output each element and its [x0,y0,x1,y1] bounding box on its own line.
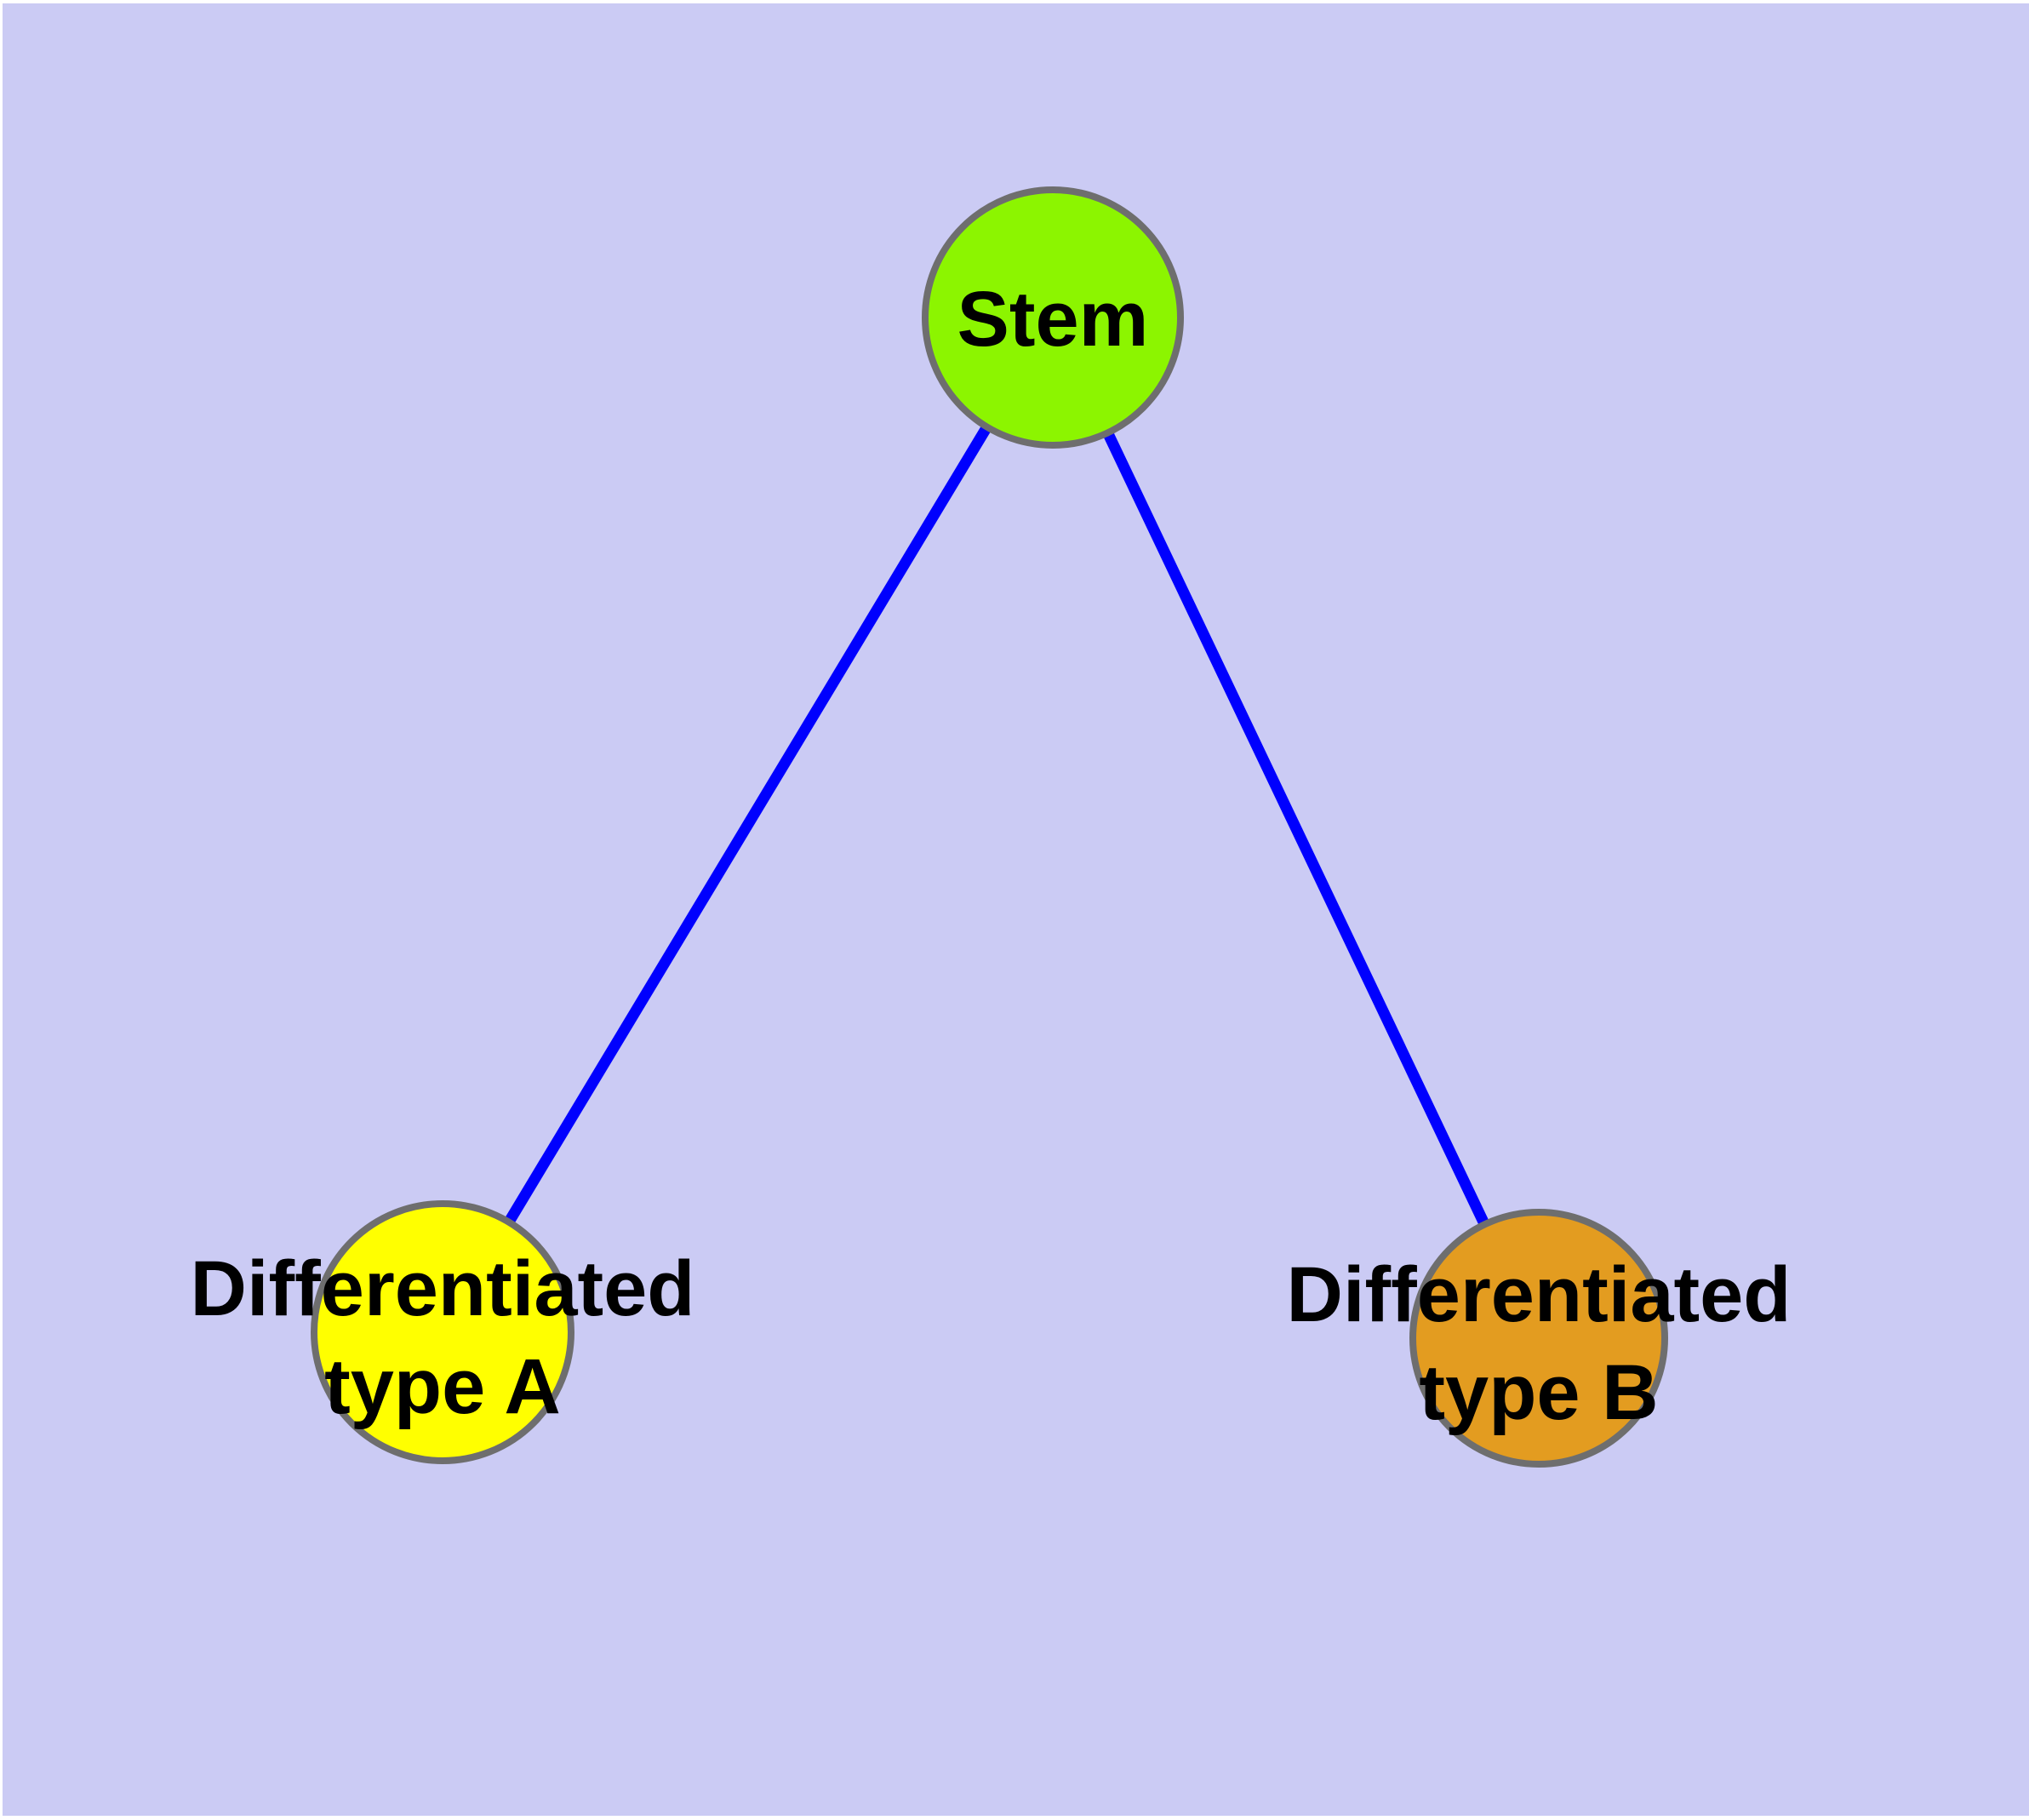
node-type-a-label-line-1: Differentiated [191,1245,695,1332]
node-stem [922,186,1184,449]
node-differentiated-type-a [311,1200,574,1464]
node-differentiated-type-b [1409,1209,1668,1468]
node-type-b-label-line-2: type B [1419,1349,1658,1436]
node-type-a-label-line-2: type A [324,1343,561,1430]
edge-stem-to-type-a [437,314,1058,1336]
edge-stem-to-type-b [1048,315,1544,1341]
node-type-b-label-line-1: Differentiated [1287,1251,1792,1338]
node-stem-label: Stem [957,276,1149,363]
